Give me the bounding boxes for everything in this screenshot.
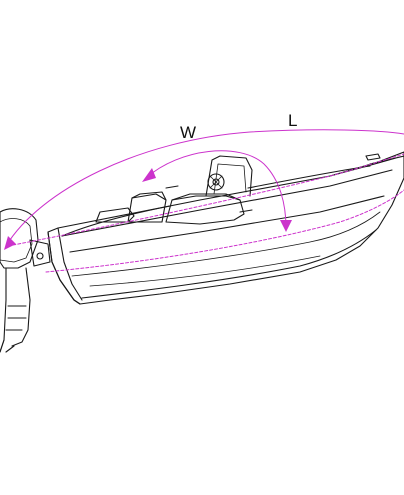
transom — [47, 227, 83, 305]
length-dashed-line-lower — [45, 189, 404, 273]
motor-cowling — [0, 208, 39, 269]
length-arrow-left — [4, 236, 16, 250]
gunwale-rail — [61, 169, 393, 237]
motor-bolt — [36, 252, 44, 260]
width-arc — [145, 150, 287, 229]
rear-bench-top — [131, 191, 167, 201]
cleat-left — [165, 185, 253, 213]
steering-spokes — [209, 175, 223, 189]
console-body — [165, 195, 245, 225]
width-arrow-left — [142, 168, 156, 182]
motor-cowling-inner — [0, 218, 33, 263]
strake-line — [71, 211, 381, 277]
console-top — [171, 193, 241, 201]
motor-bracket — [29, 239, 51, 267]
length-arc — [5, 129, 404, 247]
strake-line-2 — [89, 255, 321, 287]
steering-hub — [212, 178, 220, 186]
width-arrow-right — [280, 220, 292, 232]
rear-bench — [127, 193, 167, 223]
rub-rail — [69, 195, 385, 253]
steering-wheel — [207, 173, 225, 191]
width-label: W — [180, 123, 197, 142]
motor-shaft — [0, 267, 31, 353]
bow-cleat — [365, 153, 381, 161]
chine-line — [81, 229, 377, 299]
motor-fin — [5, 305, 27, 331]
length-label: L — [288, 111, 298, 130]
windshield — [205, 155, 253, 197]
length-dashed-line — [7, 153, 404, 247]
motor-skeg — [0, 339, 15, 353]
rear-seat — [95, 207, 135, 223]
